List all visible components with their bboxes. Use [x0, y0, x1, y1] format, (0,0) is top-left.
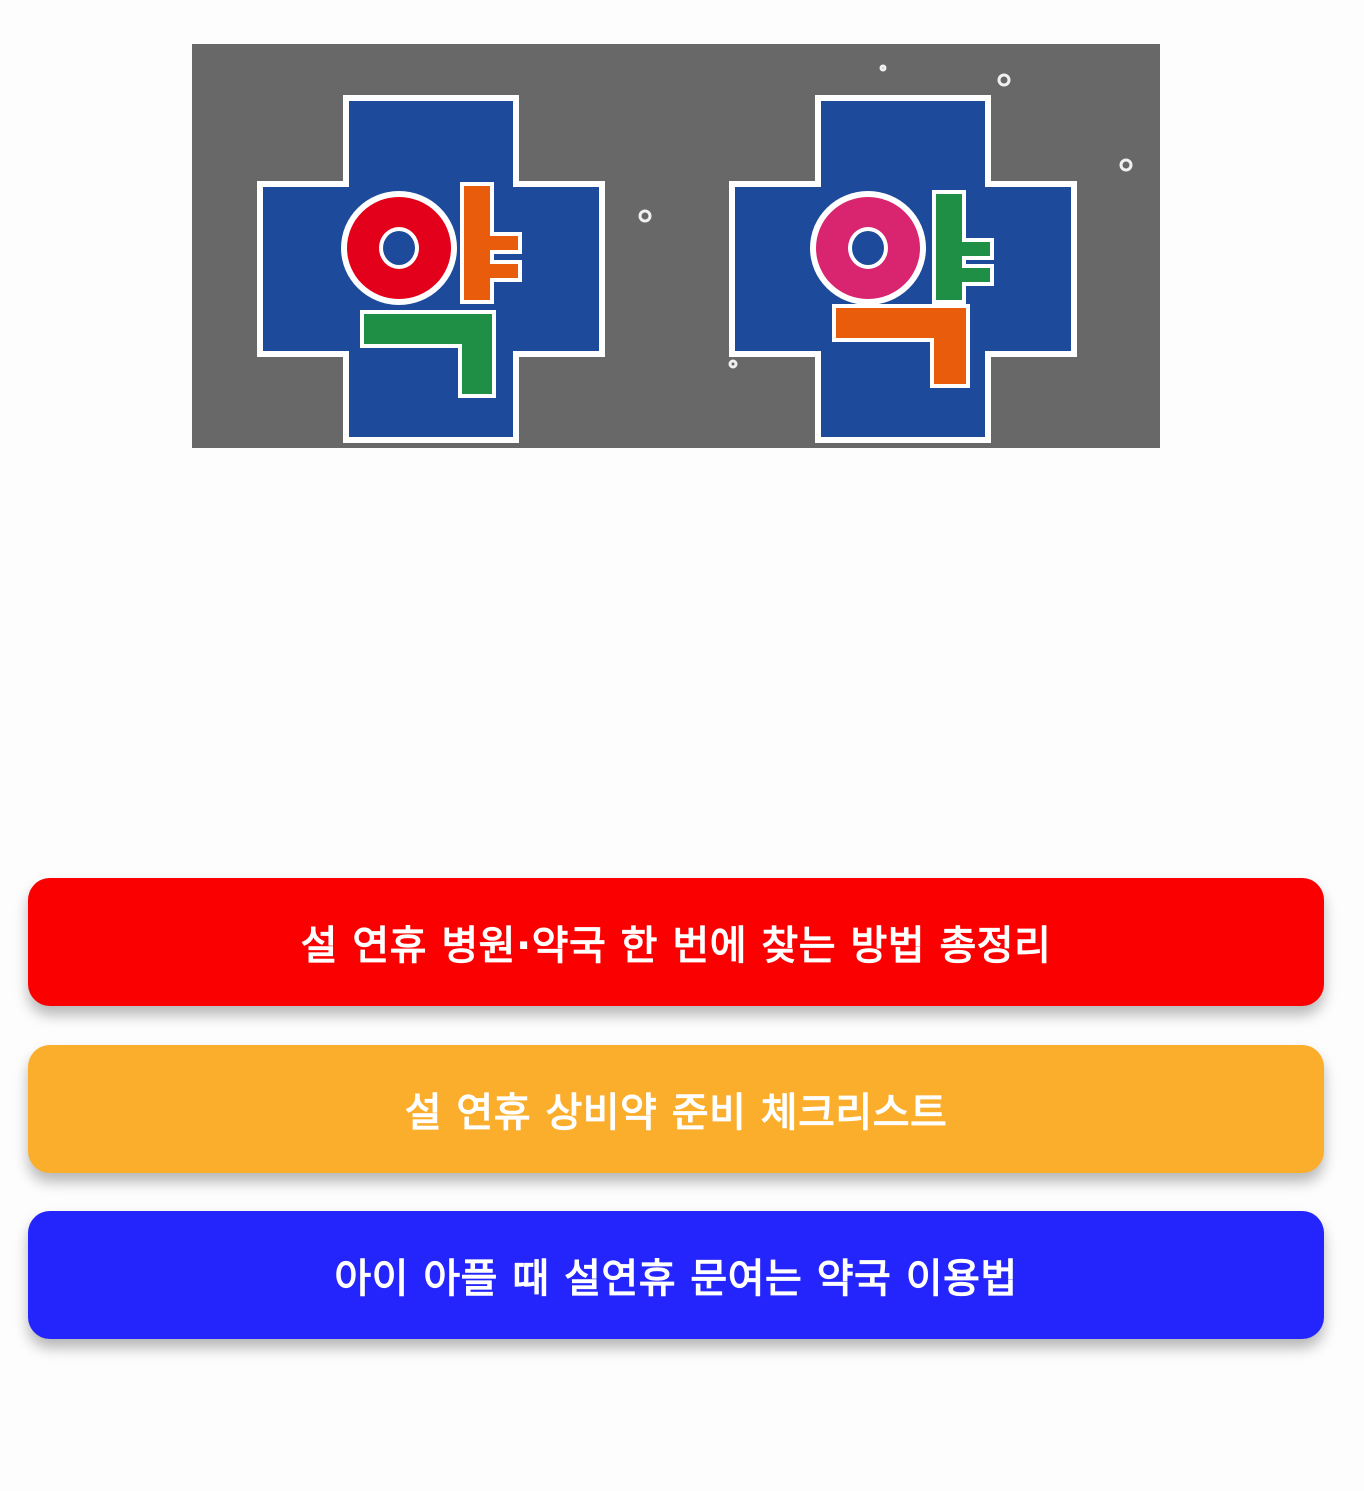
hospital-pharmacy-guide-label: 설 연휴 병원·약국 한 번에 찾는 방법 총정리 [300, 923, 1052, 969]
child-pharmacy-guide-label: 아이 아플 때 설연휴 문여는 약국 이용법 [334, 1256, 1018, 1302]
pharmacy-banner-image [192, 44, 1160, 448]
child-pharmacy-guide-button[interactable]: 아이 아플 때 설연휴 문여는 약국 이용법 [28, 1211, 1324, 1339]
medicine-checklist-label: 설 연휴 상비약 준비 체크리스트 [404, 1090, 948, 1136]
pharmacy-logo-right [729, 95, 1077, 443]
pharmacy-logo-left [257, 95, 605, 443]
hospital-pharmacy-guide-button[interactable]: 설 연휴 병원·약국 한 번에 찾는 방법 총정리 [28, 878, 1324, 1006]
medicine-checklist-button[interactable]: 설 연휴 상비약 준비 체크리스트 [28, 1045, 1324, 1173]
